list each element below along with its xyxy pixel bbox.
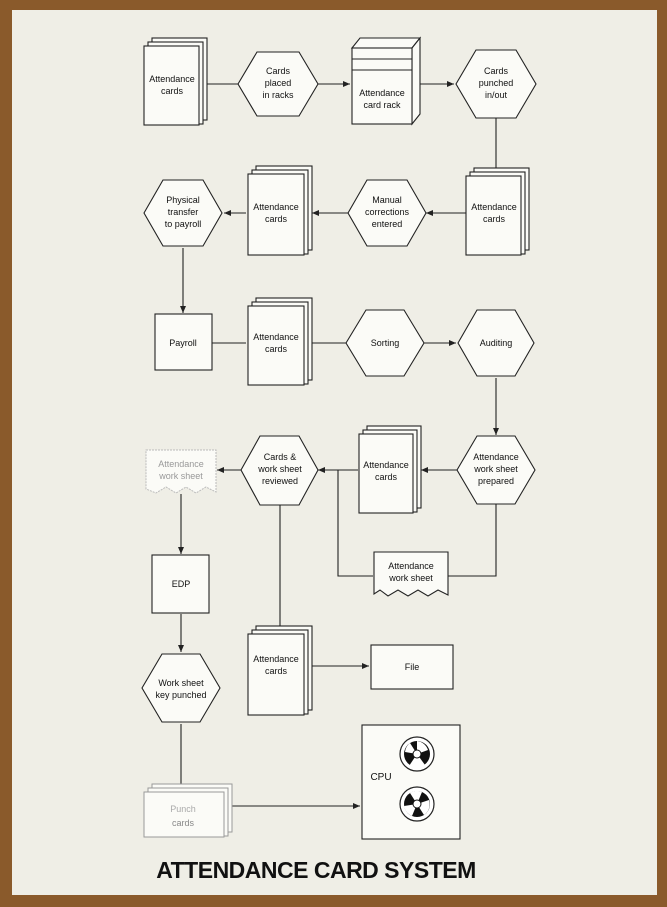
node-label-line: Work sheet bbox=[158, 678, 204, 688]
node-label-line: Cards bbox=[266, 66, 291, 76]
node-label-line: in/out bbox=[485, 90, 508, 100]
cpu-box: CPU bbox=[361, 724, 461, 840]
attendance-work-sheet-prepared: Attendance work sheet prepared bbox=[456, 435, 536, 505]
node-label-line: CPU bbox=[370, 772, 391, 783]
cards-placed-in-racks: Cards placed in racks bbox=[237, 51, 319, 117]
attendance-work-sheet-document: Attendance work sheet bbox=[373, 551, 449, 597]
node-label-line: cards bbox=[483, 214, 506, 224]
node-label-line: placed bbox=[265, 78, 292, 88]
attendance-card-rack: Attendance card rack bbox=[350, 36, 422, 126]
node-label-line: Punch bbox=[170, 804, 196, 814]
attendance-cards-6: Attendance cards bbox=[247, 625, 313, 716]
node-label-line: cards bbox=[265, 214, 288, 224]
node-label-line: key punched bbox=[155, 690, 206, 700]
node-label-line: corrections bbox=[365, 207, 410, 217]
node-label-line: Sorting bbox=[371, 338, 400, 348]
cards-work-sheet-reviewed: Cards & work sheet reviewed bbox=[240, 435, 319, 506]
node-label-line: Attendance bbox=[471, 202, 517, 212]
diagram-title: ATTENDANCE CARD SYSTEM bbox=[156, 857, 476, 883]
node-label-line: Cards & bbox=[264, 452, 297, 462]
physical-transfer-to-payroll: Physical transfer to payroll bbox=[143, 179, 223, 247]
punch-cards: Punch cards bbox=[143, 783, 233, 838]
attendance-work-sheet-left: Attendance work sheet bbox=[145, 449, 217, 494]
diagram-paper bbox=[12, 10, 657, 895]
edp-box: EDP bbox=[151, 554, 210, 614]
attendance-cards-1: Attendance cards bbox=[143, 37, 208, 126]
node-label-line: Auditing bbox=[480, 338, 513, 348]
node-label-line: EDP bbox=[172, 579, 191, 589]
node-label-line: card rack bbox=[363, 100, 401, 110]
auditing: Auditing bbox=[457, 309, 535, 377]
cards-punched-in-out: Cards punched in/out bbox=[455, 49, 537, 119]
manual-corrections-entered: Manual corrections entered bbox=[347, 179, 427, 247]
node-label-line: reviewed bbox=[262, 476, 298, 486]
file-box: File bbox=[370, 644, 454, 690]
node-label-line: Attendance bbox=[158, 459, 204, 469]
node-label-line: Manual bbox=[372, 195, 402, 205]
node-label-line: cards bbox=[375, 472, 398, 482]
node-label-line: Attendance bbox=[253, 332, 299, 342]
node-label-line: Attendance bbox=[253, 202, 299, 212]
node-label-line: prepared bbox=[478, 476, 514, 486]
node-label-line: work sheet bbox=[473, 464, 518, 474]
node-label-line: cards bbox=[265, 666, 288, 676]
node-label-line: Attendance bbox=[388, 561, 434, 571]
node-label-line: transfer bbox=[168, 207, 199, 217]
node-label-line: Payroll bbox=[169, 338, 197, 348]
work-sheet-key-punched: Work sheet key punched bbox=[141, 653, 221, 723]
node-label-line: work sheet bbox=[388, 573, 433, 583]
node-label-line: work sheet bbox=[257, 464, 302, 474]
payroll-box: Payroll bbox=[154, 313, 213, 371]
tape-reel-icon bbox=[399, 786, 435, 822]
node-label-line: cards bbox=[172, 818, 195, 828]
tape-reel-icon bbox=[399, 736, 435, 772]
node-label-line: Attendance bbox=[149, 74, 195, 84]
node-label-line: in racks bbox=[262, 90, 294, 100]
node-label-line: Cards bbox=[484, 66, 509, 76]
node-label-line: to payroll bbox=[165, 219, 202, 229]
attendance-cards-3: Attendance cards bbox=[247, 165, 313, 256]
node-label-line: work sheet bbox=[158, 471, 203, 481]
node-label-line: Attendance bbox=[359, 88, 405, 98]
attendance-cards-2: Attendance cards bbox=[465, 167, 530, 256]
sorting: Sorting bbox=[345, 309, 425, 377]
node-label-line: entered bbox=[372, 219, 403, 229]
node-label-line: Attendance bbox=[253, 654, 299, 664]
node-label-line: cards bbox=[265, 344, 288, 354]
node-label-line: Physical bbox=[166, 195, 200, 205]
edges bbox=[178, 81, 499, 809]
attendance-cards-5: Attendance cards bbox=[358, 425, 422, 514]
node-label-line: Attendance bbox=[473, 452, 519, 462]
edge-prepared-worksheet bbox=[448, 504, 497, 577]
node-label-line: File bbox=[405, 662, 420, 672]
attendance-cards-4: Attendance cards bbox=[247, 297, 313, 386]
node-label-line: cards bbox=[161, 86, 184, 96]
edge-worksheet-merge bbox=[337, 470, 373, 577]
node-label-line: Attendance bbox=[363, 460, 409, 470]
node-label-line: punched bbox=[479, 78, 514, 88]
